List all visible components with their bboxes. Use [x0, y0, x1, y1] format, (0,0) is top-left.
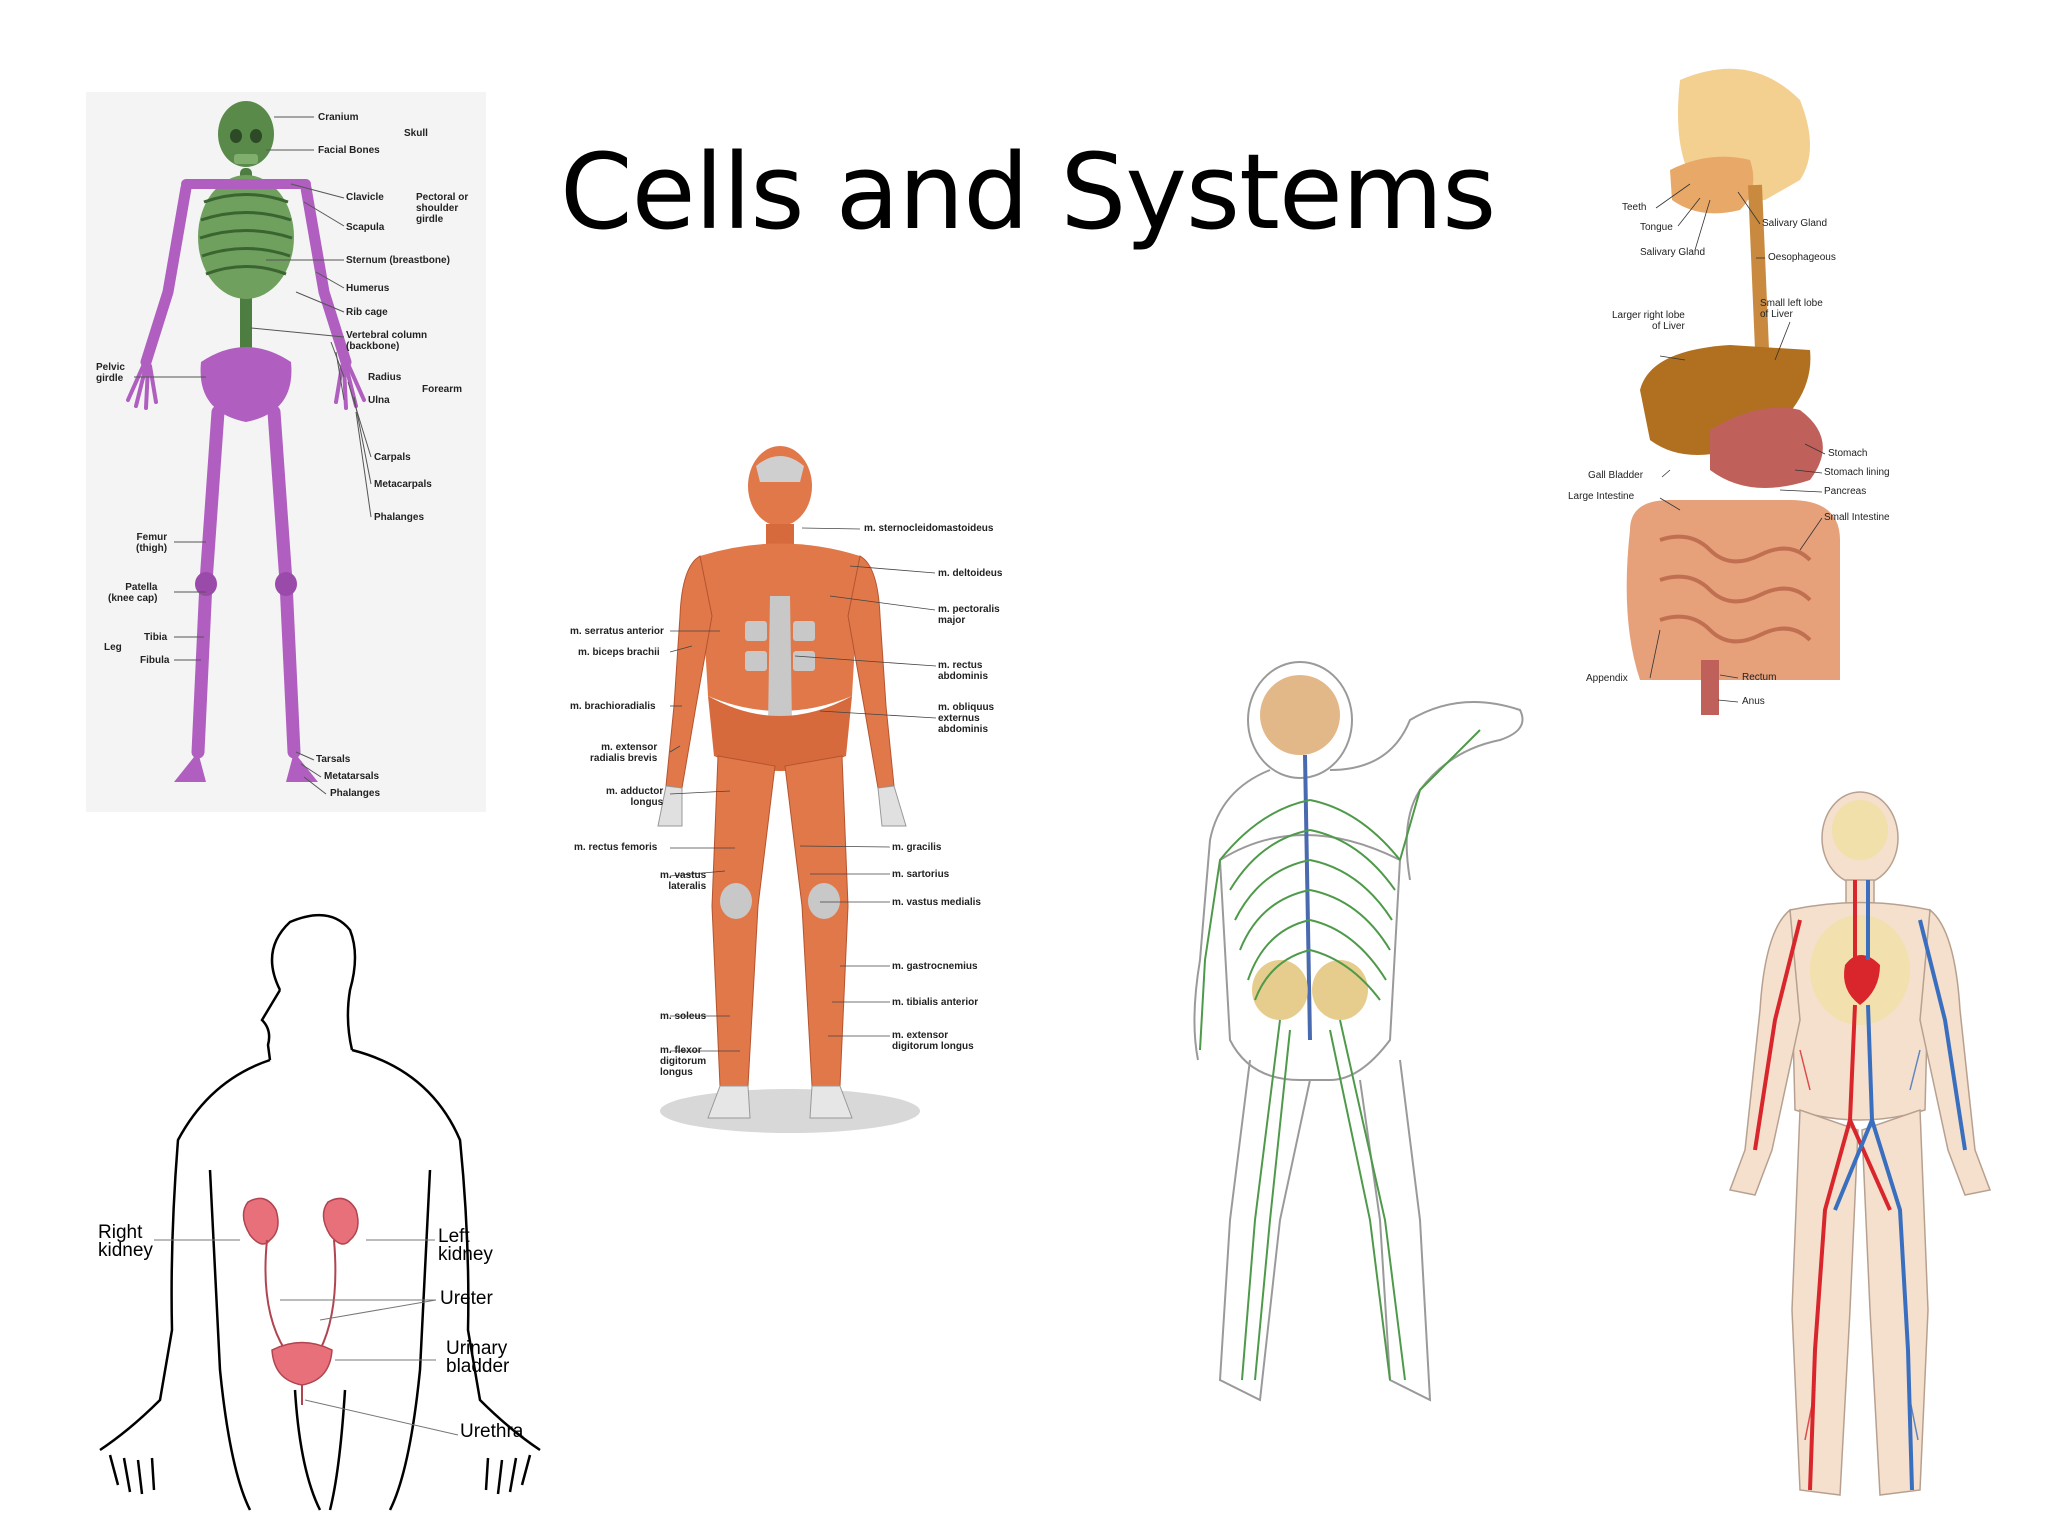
- muscle-label-soleus: m. soleus: [660, 1011, 707, 1022]
- skeleton-label-cranium: Cranium: [318, 112, 359, 123]
- skeletal-system-diagram: Cranium Facial Bones Skull Clavicle Pect…: [86, 92, 486, 812]
- digestive-label-gall-bladder: Gall Bladder: [1588, 470, 1644, 481]
- muscle-label-pectoralis-major: m. pectoralis major: [938, 604, 1000, 626]
- muscle-label-vastus-medialis: m. vastus medialis: [892, 897, 981, 908]
- skeleton-label-femur: Femur (thigh): [136, 532, 168, 554]
- skeleton-label-carpals: Carpals: [374, 452, 411, 463]
- muscle-label-deltoideus: m. deltoideus: [938, 568, 1003, 579]
- skeleton-label-tibia: Tibia: [144, 632, 168, 643]
- urinary-label-urinary-bladder: Urinary bladder: [446, 1338, 510, 1377]
- urinary-illustration: [99, 913, 541, 1511]
- digestive-label-salivary-gland-right: Salivary Gland: [1762, 218, 1828, 229]
- skeleton-label-clavicle: Clavicle: [346, 192, 384, 203]
- muscle-label-sternocleidomastoideus: m. sternocleidomastoideus: [864, 523, 994, 534]
- circulatory-system-diagram: [1700, 790, 2020, 1530]
- skeleton-label-rib-cage: Rib cage: [346, 307, 388, 318]
- muscle-label-biceps-brachii: m. biceps brachii: [578, 647, 660, 658]
- skeleton-label-humerus: Humerus: [346, 283, 390, 294]
- skeleton-label-vertebral-column: Vertebral column (backbone): [346, 330, 428, 352]
- digestive-label-small-left-lobe-liver: Small left lobe of Liver: [1760, 298, 1823, 320]
- skeleton-label-radius: Radius: [368, 372, 402, 383]
- digestive-label-appendix: Appendix: [1586, 673, 1628, 684]
- digestive-label-tongue: Tongue: [1640, 222, 1673, 233]
- muscle-label-gracilis: m. gracilis: [892, 842, 942, 853]
- skeleton-label-phalanges-hand: Phalanges: [374, 512, 425, 523]
- digestive-label-salivary-gland-left: Salivary Gland: [1640, 247, 1706, 258]
- muscle-label-gastrocnemius: m. gastrocnemius: [892, 961, 978, 972]
- muscle-label-obliquus-externus: m. obliquus externus abdominis: [938, 702, 995, 735]
- skeleton-label-patella: Patella (knee cap): [108, 582, 158, 604]
- skeleton-label-phalanges-foot: Phalanges: [330, 788, 381, 799]
- urinary-system-diagram: Right kidney Left kidney Ureter Urinary …: [90, 910, 560, 1511]
- digestive-system-diagram: Teeth Salivary Gland Tongue Salivary Gla…: [1560, 60, 1930, 720]
- circulatory-illustration: [1728, 791, 1992, 1496]
- digestive-label-oesophageous: Oesophageous: [1768, 252, 1836, 263]
- digestive-label-larger-right-lobe-liver: Larger right lobe of Liver: [1612, 310, 1685, 332]
- muscle-label-flexor-digitorum: m. flexor digitorum longus: [660, 1045, 707, 1078]
- digestive-label-stomach: Stomach: [1828, 448, 1868, 459]
- digestive-illustration: [1626, 68, 1840, 715]
- muscle-label-extensor-radialis: m. extensor radialis brevis: [590, 742, 658, 764]
- muscle-label-vastus-lateralis: m. vastus lateralis: [660, 870, 707, 892]
- skeleton-illustration: [86, 92, 486, 812]
- digestive-label-rectum: Rectum: [1742, 672, 1777, 683]
- skeleton-label-forearm: Forearm: [422, 384, 463, 395]
- skeleton-label-tarsals: Tarsals: [316, 754, 351, 765]
- skeleton-label-ulna: Ulna: [368, 395, 390, 406]
- skeleton-label-scapula: Scapula: [346, 222, 385, 233]
- muscle-figure-illustration: [657, 446, 937, 1133]
- digestive-label-anus: Anus: [1742, 696, 1765, 707]
- muscle-label-serratus-anterior: m. serratus anterior: [570, 626, 664, 637]
- slide-title: Cells and Systems: [560, 131, 1496, 253]
- digestive-label-pancreas: Pancreas: [1824, 486, 1867, 497]
- nervous-system-illustration: [1193, 661, 1524, 1402]
- digestive-label-teeth: Teeth: [1622, 202, 1647, 213]
- urinary-label-ureter: Ureter: [440, 1288, 493, 1309]
- muscle-label-brachioradialis: m. brachioradialis: [570, 701, 656, 712]
- skeleton-label-leg: Leg: [104, 642, 122, 653]
- muscle-label-rectus-abdominis: m. rectus abdominis: [938, 660, 989, 682]
- skeleton-label-pelvic-girdle: Pelvic girdle: [96, 362, 125, 384]
- skeleton-label-skull: Skull: [404, 128, 428, 139]
- muscle-label-rectus-femoris: m. rectus femoris: [574, 842, 658, 853]
- digestive-label-small-intestine: Small Intestine: [1824, 512, 1890, 523]
- digestive-label-large-intestine: Large Intestine: [1568, 491, 1635, 502]
- digestive-label-stomach-lining: Stomach lining: [1824, 467, 1890, 478]
- skeleton-label-pectoral-girdle: Pectoral or shoulder girdle: [416, 192, 469, 225]
- skeleton-label-metatarsals: Metatarsals: [324, 771, 380, 782]
- skeleton-label-fibula: Fibula: [140, 655, 170, 666]
- skeleton-label-metacarpals: Metacarpals: [374, 479, 432, 490]
- muscle-label-tibialis-anterior: m. tibialis anterior: [892, 997, 979, 1008]
- muscle-label-adductor-longus: m. adductor longus: [606, 786, 664, 808]
- nervous-system-diagram: [1160, 660, 1540, 1420]
- skeleton-label-facial-bones: Facial Bones: [318, 145, 380, 156]
- muscle-label-sartorius: m. sartorius: [892, 869, 950, 880]
- urinary-label-left-kidney: Left kidney: [438, 1226, 493, 1265]
- muscle-label-extensor-digitorum: m. extensor digitorum longus: [892, 1030, 974, 1052]
- urinary-label-urethra: Urethra: [460, 1421, 524, 1442]
- urinary-label-right-kidney: Right kidney: [98, 1222, 153, 1261]
- muscular-system-diagram: m. sternocleidomastoideus m. deltoideus …: [570, 446, 1010, 1136]
- skeleton-label-sternum: Sternum (breastbone): [346, 255, 450, 266]
